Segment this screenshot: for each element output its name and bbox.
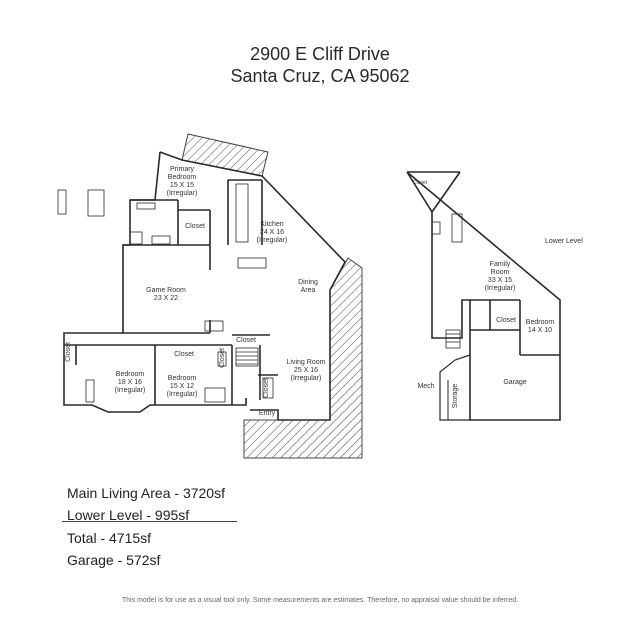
primary-bedroom-name-2: Bedroom xyxy=(168,174,197,181)
kitchen-note: (Irregular) xyxy=(257,237,288,244)
bedroom2-note: (Irregular) xyxy=(167,391,198,398)
stairs-lower xyxy=(445,329,461,349)
fixtures-lower xyxy=(431,213,463,243)
stats-divider xyxy=(62,521,237,522)
disclaimer: This model is for use as a visual tool o… xyxy=(121,597,519,604)
closet-small-label: Closet xyxy=(219,348,226,368)
family-room-name-1: Family xyxy=(490,261,511,268)
bedroom1-size: 18 X 16 xyxy=(118,379,142,386)
stat-total: Total - 4715sf xyxy=(67,530,152,546)
living-room-size: 25 X 16 xyxy=(294,367,318,374)
garage-label: Garage xyxy=(503,379,526,386)
game-room-size: 23 X 22 xyxy=(154,295,178,302)
entry-label: Entry xyxy=(259,410,276,417)
dining-name-1: Dining xyxy=(298,279,318,286)
lower-bedroom-name: Bedroom xyxy=(526,319,555,326)
bedroom2-size: 15 X 12 xyxy=(170,383,194,390)
family-room-size: 33 X 15 xyxy=(488,277,512,284)
closet-stair-label: Closet xyxy=(236,337,256,344)
lower-bedroom-size: 14 X 10 xyxy=(528,327,552,334)
lower-level-label: Lower Level xyxy=(545,238,583,245)
address-line-1: 2900 E Cliff Drive xyxy=(250,44,390,64)
family-room-name-2: Room xyxy=(491,269,510,276)
stairs-main xyxy=(235,347,259,367)
lower-closet-top-label: Closet xyxy=(413,180,428,186)
mech-label: Mech xyxy=(417,383,434,390)
closet-left-label: Closet xyxy=(65,342,72,362)
living-room-name: Living Room xyxy=(287,359,326,366)
closet-mid-label: Closet xyxy=(174,351,194,358)
dining-name-2: Area xyxy=(301,287,316,294)
kitchen-name: Kitchen xyxy=(260,221,283,228)
living-room-note: (Irregular) xyxy=(291,375,322,382)
outer-wall xyxy=(159,151,346,421)
closet-top-label: Closet xyxy=(185,223,205,230)
deck-top xyxy=(181,133,269,177)
game-room-name: Game Room xyxy=(146,287,186,294)
bedroom1-note: (Irregular) xyxy=(115,387,146,394)
stat-main-living-area: Main Living Area - 3720sf xyxy=(67,485,225,501)
storage-label: Storage xyxy=(452,384,459,409)
address-line-2: Santa Cruz, CA 95062 xyxy=(230,66,410,86)
lower-closet-label: Closet xyxy=(496,317,516,324)
bedroom1-name: Bedroom xyxy=(116,371,145,378)
closet-entry-label: Closet xyxy=(263,378,270,398)
main-level-plan xyxy=(57,133,363,459)
lower-outer-wall xyxy=(406,171,561,421)
primary-bedroom-note: (Irregular) xyxy=(167,190,198,197)
family-room-note: (Irregular) xyxy=(485,285,516,292)
primary-bedroom-size: 15 X 15 xyxy=(170,182,194,189)
stat-garage: Garage - 572sf xyxy=(67,552,161,568)
fixtures-main xyxy=(57,183,274,403)
stat-lower-level: Lower Level - 995sf xyxy=(67,507,190,523)
outer-wall-left xyxy=(63,151,247,413)
lower-level-plan xyxy=(406,171,561,421)
primary-bedroom-name-1: Primary xyxy=(170,166,195,173)
kitchen-size: 24 X 16 xyxy=(260,229,284,236)
bedroom2-name: Bedroom xyxy=(168,375,197,382)
